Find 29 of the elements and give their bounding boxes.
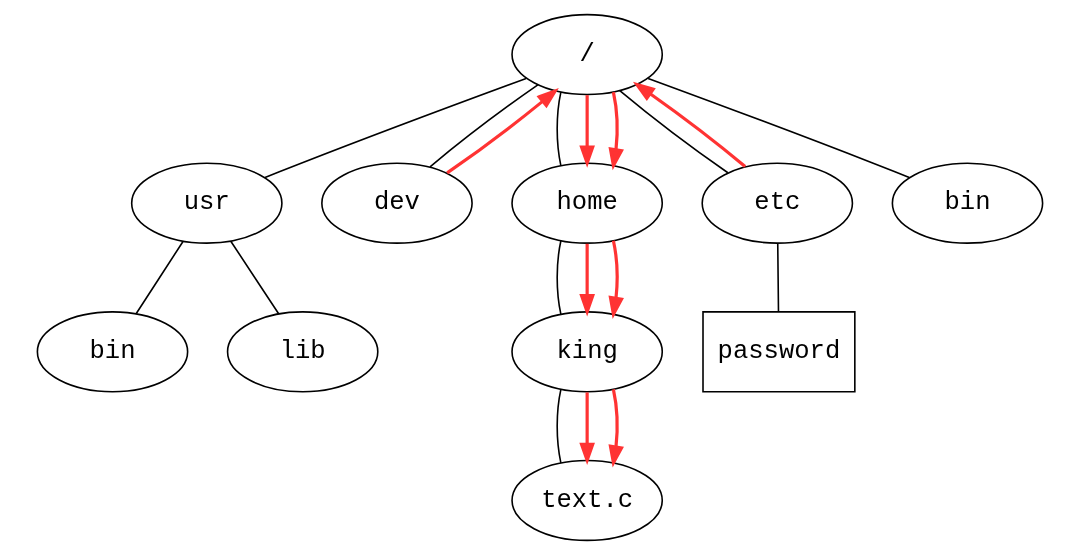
arrow <box>579 95 595 168</box>
arrow <box>608 389 624 468</box>
arrow <box>608 91 624 171</box>
connector <box>230 240 280 315</box>
node-ellipse: dev <box>321 162 473 244</box>
node-ellipse: bin <box>36 311 189 393</box>
node-ellipse: lib <box>226 311 379 393</box>
arrow <box>579 243 595 317</box>
node-box: password <box>702 311 856 393</box>
node-ellipse: usr <box>130 162 283 244</box>
connector <box>776 242 780 313</box>
arrow <box>632 81 747 168</box>
node-ellipse: / <box>511 13 664 96</box>
arrow <box>608 240 624 319</box>
connector <box>135 240 184 315</box>
connector <box>618 89 729 174</box>
connector <box>429 84 539 168</box>
node-ellipse: home <box>511 162 664 244</box>
arrow <box>579 392 595 466</box>
connector <box>647 77 911 179</box>
node-ellipse: etc <box>701 162 854 244</box>
node-ellipse: bin <box>891 162 1044 244</box>
connector <box>556 91 562 167</box>
arrow <box>446 87 559 175</box>
node-ellipse: text.c <box>511 459 664 542</box>
connector <box>264 77 527 179</box>
node-ellipse: king <box>511 311 664 393</box>
connector <box>556 388 562 464</box>
connector <box>556 239 562 315</box>
